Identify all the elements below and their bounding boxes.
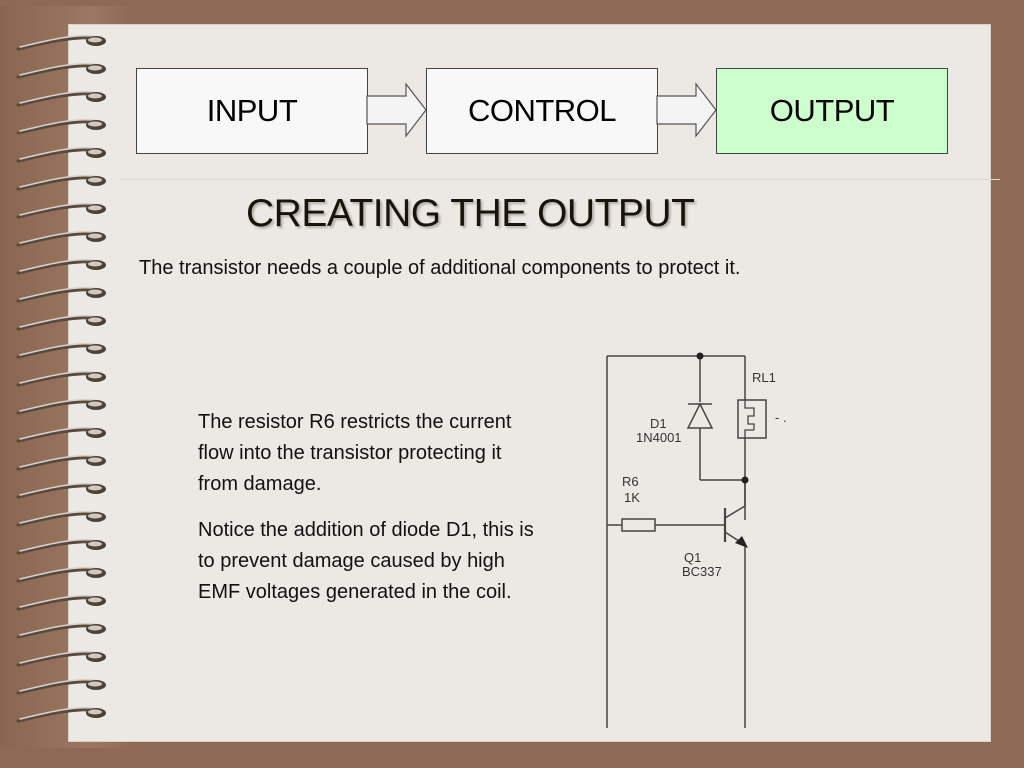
relay-contact-marker: - . (775, 410, 787, 425)
spiral-binding-icon (16, 34, 106, 723)
arrow-control-to-output-icon (656, 82, 717, 138)
diode-label: D1 (650, 416, 667, 431)
output-box: OUTPUT (716, 68, 948, 154)
control-box: CONTROL (426, 68, 658, 154)
slide-subtitle: The transistor needs a couple of additio… (139, 257, 741, 279)
resistor-r6-icon (621, 518, 656, 532)
transistor-label: Q1 (684, 550, 701, 565)
divider (120, 179, 1000, 180)
diode-part: 1N4001 (636, 430, 682, 445)
control-label: CONTROL (467, 93, 617, 128)
diode-d1-icon (686, 402, 714, 429)
output-label: OUTPUT (769, 93, 895, 128)
junction-top (696, 352, 704, 360)
transistor-part: BC337 (682, 564, 722, 579)
circuit-diagram: RL1 - . D1 1N4001 R6 1K Q1 BC337 (606, 352, 787, 728)
relay-label: RL1 (752, 370, 776, 385)
slide-title: CREATING THE OUTPUT (246, 192, 695, 235)
arrow-input-to-control-icon (366, 82, 427, 138)
junction-collector (741, 476, 749, 484)
relay-rl1-icon (737, 399, 767, 439)
emitter-arrow-icon (735, 536, 748, 548)
resistor-label: R6 (622, 474, 639, 489)
input-label: INPUT (206, 93, 298, 128)
resistor-paragraph: The resistor R6 restricts the current fl… (198, 411, 512, 495)
input-box: INPUT (136, 68, 368, 154)
diode-paragraph: Notice the addition of diode D1, this is… (198, 519, 534, 603)
resistor-value: 1K (624, 490, 640, 505)
